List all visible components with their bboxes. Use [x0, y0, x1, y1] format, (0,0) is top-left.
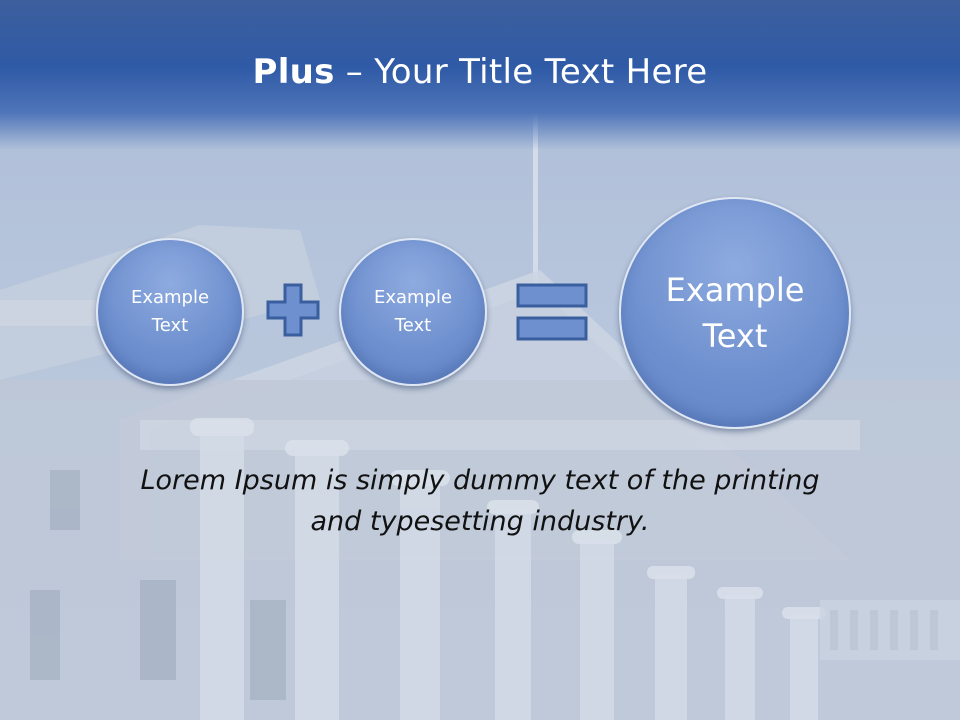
circle-3-line-2: Text — [702, 317, 768, 355]
title-bar — [0, 0, 960, 150]
body-line-2: and typesetting industry. — [310, 506, 650, 537]
circle-3-line-1: Example — [665, 271, 805, 309]
plus-icon — [266, 283, 320, 337]
title-text: – Your Title Text Here — [334, 52, 708, 92]
circle-2-line-1: Example — [373, 287, 453, 308]
body-line-1: Lorem Ipsum is simply dummy text of the … — [140, 465, 820, 496]
title-bold-word: Plus — [252, 52, 335, 92]
circle-1-line-2: Text — [151, 315, 189, 336]
circle-1-line-1: Example — [130, 287, 210, 308]
body-text[interactable]: Lorem Ipsum is simply dummy text of the … — [80, 460, 880, 542]
equals-icon — [516, 283, 588, 341]
slide-title[interactable]: Plus – Your Title Text Here — [0, 52, 960, 92]
circle-2-line-2: Text — [394, 315, 432, 336]
